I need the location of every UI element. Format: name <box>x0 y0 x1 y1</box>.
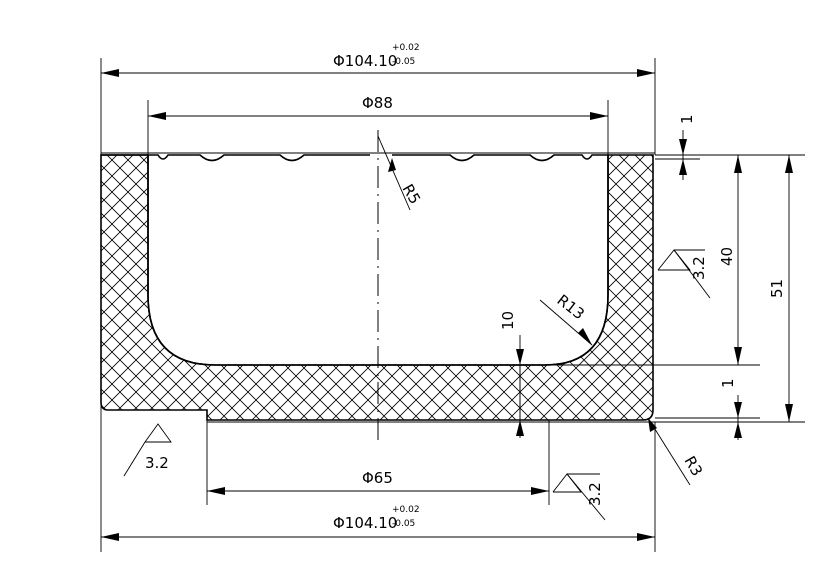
arrow-65-left <box>207 487 225 495</box>
dim-outer-bottom-main: Φ104.10 <box>333 514 397 532</box>
dim-inner-dia: Φ88 <box>362 94 393 112</box>
dim-outer-bottom-upper: +0.02 <box>392 505 420 515</box>
finish-bottom-left-value: 3.2 <box>145 454 169 472</box>
arrow-gap-top-2 <box>679 159 687 175</box>
leader-r5 <box>377 135 411 211</box>
arrow-51-bot <box>785 404 793 422</box>
arrow-gap-bot-1 <box>734 402 742 418</box>
dim-radius-r13: R13 <box>554 291 588 323</box>
dim-bottom-gap: 1 <box>719 378 737 388</box>
arrow-right <box>637 69 655 77</box>
finish-right-wall-value: 3.2 <box>690 256 708 280</box>
arrow-left <box>101 69 119 77</box>
dim-depth-10: 10 <box>499 311 517 330</box>
arrow-gap-bot-2 <box>734 422 742 438</box>
arrow-r13 <box>578 328 592 345</box>
dim-bottom-dia: Φ65 <box>362 469 393 487</box>
arrow-10-bot <box>516 420 524 436</box>
top-rim-scallops <box>101 154 608 162</box>
dim-outer-top-lower: -0.05 <box>392 57 415 67</box>
finish-bottom-right-value: 3.2 <box>586 482 604 506</box>
cup-section-hatched <box>100 154 654 421</box>
arrow-65-right <box>531 487 549 495</box>
arrow-ob-right <box>637 533 655 541</box>
dim-outer-bottom-lower: -0.05 <box>392 519 415 529</box>
surface-finish-bottom-left <box>123 423 172 477</box>
dim-radius-r5: R5 <box>399 181 425 207</box>
arrow-inner-left <box>148 112 166 120</box>
dim-outer-top-upper: +0.02 <box>392 43 420 53</box>
arrow-ob-left <box>101 533 119 541</box>
arrow-gap-top-1 <box>679 139 687 155</box>
dim-top-gap: 1 <box>678 114 696 124</box>
dim-outer-top-main: Φ104.10 <box>333 52 397 70</box>
arrow-40-top <box>734 155 742 173</box>
surface-finish-right-wall <box>657 249 711 299</box>
arrow-51-top <box>785 155 793 173</box>
arrow-inner-right <box>590 112 608 120</box>
dim-height-51: 51 <box>768 279 786 298</box>
dim-height-40: 40 <box>718 247 736 266</box>
arrow-40-bot <box>734 347 742 365</box>
arrow-r5 <box>388 158 396 172</box>
cavity-outline <box>147 155 609 366</box>
surface-finish-bottom-right <box>552 473 606 521</box>
arrow-10-top <box>516 349 524 365</box>
